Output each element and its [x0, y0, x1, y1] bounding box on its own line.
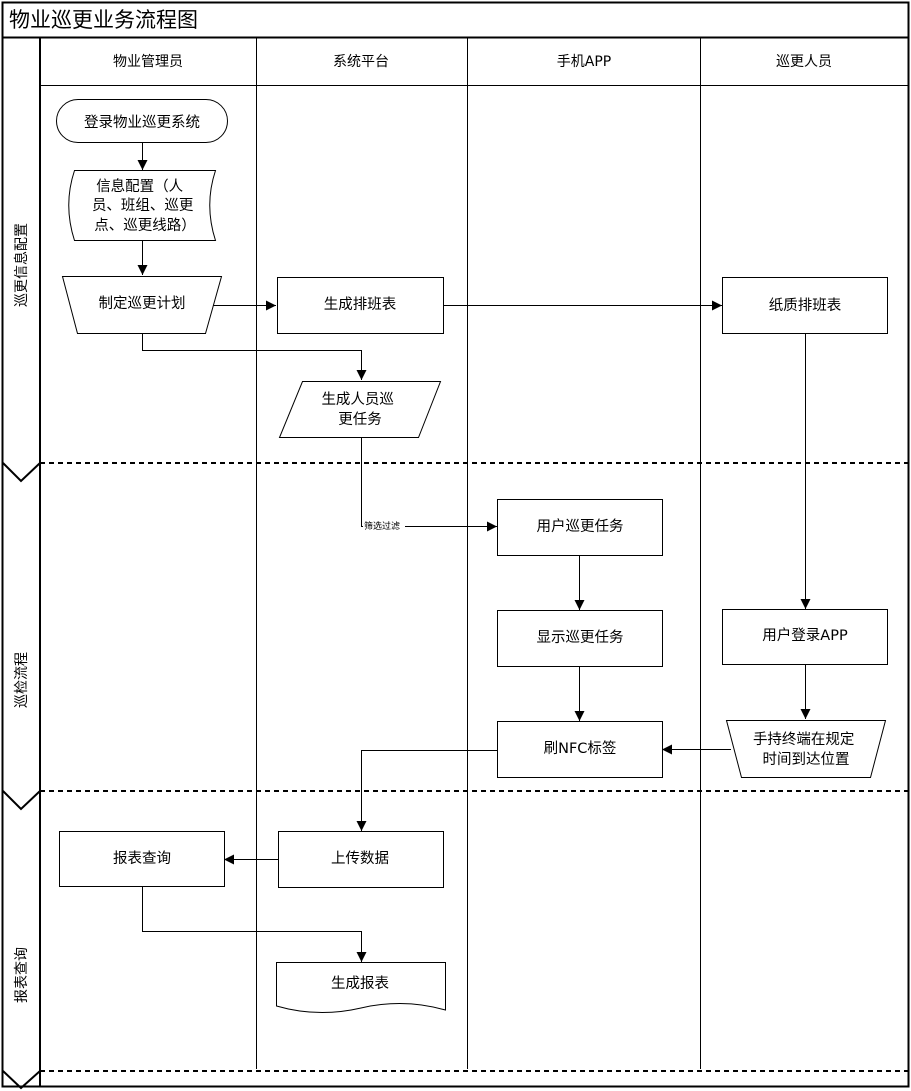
node-query: 报表查询	[59, 831, 225, 887]
node-handheld: 手持终端在规定 时间到达位置	[725, 720, 887, 778]
node-genreport-text: 生成报表	[331, 975, 389, 992]
node-upload: 上传数据	[278, 831, 444, 888]
phase-chevron	[2, 790, 41, 811]
lane-admin-title: 物业管理员	[113, 54, 183, 70]
node-showtask-text: 显示巡更任务	[537, 629, 624, 646]
node-plan: 制定巡更计划	[61, 276, 223, 334]
node-info: 信息配置（人 员、班组、巡更 点、巡更线路）	[68, 170, 217, 241]
node-handheld-text: 手持终端在规定 时间到达位置	[753, 731, 859, 768]
lane-patrol-title: 巡更人员	[776, 54, 832, 70]
node-genreport: 生成报表	[276, 962, 446, 1013]
phase-inspect-label: 巡检流程	[14, 652, 30, 708]
edge-query-genreport	[142, 887, 367, 962]
phase-report-label: 报表查询	[14, 947, 30, 1003]
edge-task-usertask	[361, 438, 497, 532]
node-login-text: 登录物业巡更系统	[84, 114, 200, 131]
edge-nfc-upload	[356, 750, 497, 831]
node-userlogin: 用户登录APP	[722, 609, 888, 665]
lane-system-title: 系统平台	[333, 54, 389, 70]
node-nfc: 刷NFC标签	[497, 721, 663, 778]
node-plan-text: 制定巡更计划	[99, 295, 186, 312]
node-usertask: 用户巡更任务	[497, 499, 663, 556]
phase-config-label: 巡更信息配置	[13, 223, 30, 307]
edge-plan-task	[142, 334, 367, 380]
node-paper-text: 纸质排班表	[769, 297, 842, 314]
node-nfc-text: 刷NFC标签	[544, 740, 617, 757]
lane-app-title: 手机APP	[557, 54, 611, 70]
phase-chevron	[2, 462, 41, 483]
node-info-text: 信息配置（人 员、班组、巡更 点、巡更线路）	[92, 178, 198, 234]
node-query-text: 报表查询	[113, 850, 171, 867]
node-schedule: 生成排班表	[277, 277, 444, 334]
node-schedule-text: 生成排班表	[324, 296, 397, 313]
edge-label-filter: 筛选过滤	[364, 520, 400, 532]
node-task-text: 生成人员巡 更任务	[321, 391, 398, 428]
edge-label-background	[363, 520, 405, 531]
node-paper: 纸质排班表	[722, 277, 888, 334]
node-usertask-text: 用户巡更任务	[537, 518, 624, 535]
node-userlogin-text: 用户登录APP	[762, 627, 848, 644]
node-task: 生成人员巡 更任务	[278, 381, 442, 438]
node-showtask: 显示巡更任务	[497, 610, 663, 667]
node-login: 登录物业巡更系统	[56, 99, 228, 143]
diagram-title: 物业巡更业务流程图	[9, 8, 198, 32]
phase-chevron	[2, 1070, 41, 1090]
node-upload-text: 上传数据	[331, 850, 389, 867]
